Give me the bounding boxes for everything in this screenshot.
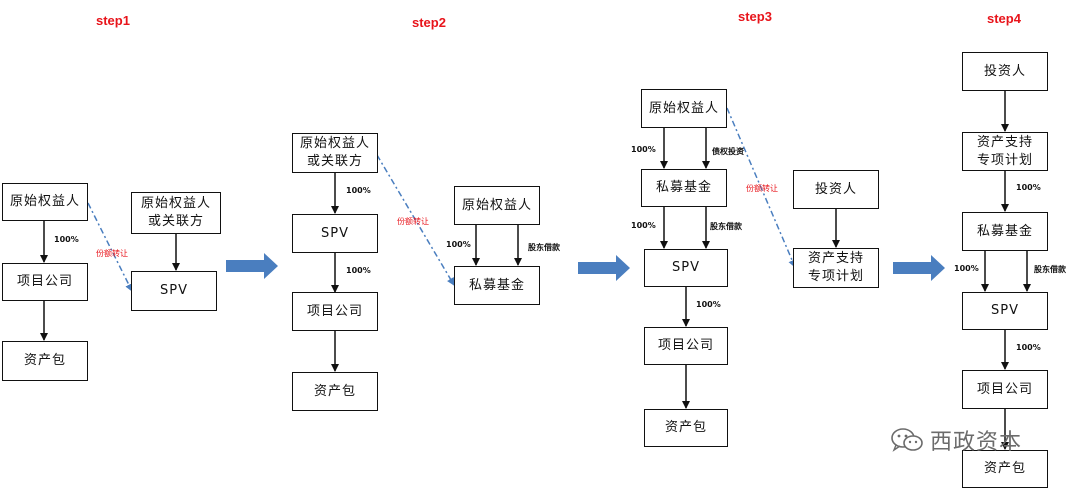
edge-label-transfer: 份额转让 bbox=[96, 249, 128, 258]
edge-label-pct: 100% bbox=[954, 264, 979, 273]
flow-arrow bbox=[893, 255, 945, 281]
node-original-owner: 原始权益人 bbox=[2, 183, 88, 221]
edge-label-loan: 股东借款 bbox=[528, 243, 560, 252]
wechat-icon bbox=[891, 428, 923, 452]
flow-arrow bbox=[226, 253, 278, 279]
edge-label-pct: 100% bbox=[631, 145, 656, 154]
dashed-transfer-line bbox=[376, 154, 455, 286]
flow-arrow bbox=[578, 255, 630, 281]
dashed-transfer-line bbox=[726, 107, 796, 268]
node-original-owner-affiliate: 原始权益人 或关联方 bbox=[131, 192, 221, 234]
node-project-company: 项目公司 bbox=[292, 292, 378, 331]
node-investor: 投资人 bbox=[793, 170, 879, 209]
edge-label-loan: 股东借款 bbox=[1034, 265, 1066, 274]
edge-label-pct: 100% bbox=[446, 240, 471, 249]
node-asset-package: 资产包 bbox=[962, 450, 1048, 488]
node-private-fund: 私募基金 bbox=[962, 212, 1048, 251]
node-private-fund: 私募基金 bbox=[454, 266, 540, 305]
step1-title: step1 bbox=[96, 13, 130, 28]
watermark-text: 西政资本 bbox=[930, 430, 1023, 455]
node-investor: 投资人 bbox=[962, 52, 1048, 91]
node-asset-package: 资产包 bbox=[644, 409, 728, 447]
step2-title: step2 bbox=[412, 15, 446, 30]
edge-label-pct: 100% bbox=[346, 186, 371, 195]
step3-title: step3 bbox=[738, 9, 772, 24]
edge-label-debt: 债权投资 bbox=[712, 147, 744, 156]
edge-label-transfer: 份额转让 bbox=[397, 217, 429, 226]
step4-title: step4 bbox=[987, 11, 1021, 26]
dashed-transfer-line bbox=[87, 202, 133, 292]
node-spv: SPV bbox=[292, 214, 378, 253]
node-asset-package: 资产包 bbox=[2, 341, 88, 381]
node-project-company: 项目公司 bbox=[2, 263, 88, 301]
edge-label-pct: 100% bbox=[1016, 343, 1041, 352]
watermark: 西政资本 bbox=[890, 424, 1022, 456]
node-private-fund: 私募基金 bbox=[641, 169, 727, 207]
node-spv: SPV bbox=[962, 292, 1048, 330]
node-abs-plan: 资产支持 专项计划 bbox=[962, 132, 1048, 171]
node-asset-package: 资产包 bbox=[292, 372, 378, 411]
node-original-owner: 原始权益人 bbox=[641, 89, 727, 128]
edge-label-pct: 100% bbox=[631, 221, 656, 230]
edge-label-pct: 100% bbox=[696, 300, 721, 309]
edge-label-pct: 100% bbox=[54, 235, 79, 244]
edge-label-loan: 股东借款 bbox=[710, 222, 742, 231]
edge-label-pct: 100% bbox=[346, 266, 371, 275]
node-original-owner: 原始权益人 bbox=[454, 186, 540, 225]
node-project-company: 项目公司 bbox=[962, 370, 1048, 409]
edge-label-transfer: 份额转让 bbox=[746, 184, 778, 193]
node-original-owner-affiliate: 原始权益人 或关联方 bbox=[292, 133, 378, 173]
edge-label-pct: 100% bbox=[1016, 183, 1041, 192]
node-spv: SPV bbox=[131, 271, 217, 311]
node-project-company: 项目公司 bbox=[644, 327, 728, 365]
node-abs-plan: 资产支持 专项计划 bbox=[793, 248, 879, 288]
node-spv: SPV bbox=[644, 249, 728, 287]
